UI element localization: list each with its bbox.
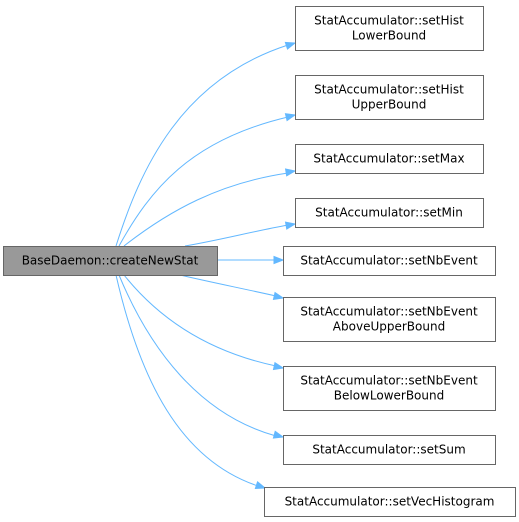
- target-node-box: [295, 198, 484, 228]
- arrowhead-t1: [284, 41, 297, 50]
- target-node[interactable]: StatAccumulator::setSum: [283, 435, 496, 465]
- arrowhead-t5: [273, 255, 285, 265]
- node-label-line: StatAccumulator::setMax: [313, 152, 464, 166]
- arrowhead-t7: [272, 361, 285, 371]
- target-node[interactable]: StatAccumulator::setNbEventAboveUpperBou…: [283, 297, 496, 342]
- target-node-box: [283, 297, 496, 342]
- edge-t2: [118, 116, 289, 247]
- node-label-line: StatAccumulator::setVecHistogram: [285, 495, 495, 509]
- arrowhead-t6: [272, 291, 285, 300]
- edge-t8: [118, 274, 277, 437]
- target-node-box: [283, 366, 496, 411]
- node-label-line: StatAccumulator::setSum: [312, 443, 465, 457]
- node-label-line: StatAccumulator::setHist: [314, 14, 464, 28]
- node-label-line: StatAccumulator::setMin: [315, 206, 463, 220]
- arrowhead-t3: [284, 168, 297, 177]
- node-label-line: BelowLowerBound: [334, 389, 444, 403]
- arrowhead-t4: [284, 221, 297, 230]
- edge-t3: [123, 172, 289, 247]
- target-node-box: [295, 144, 484, 174]
- node-label-line: UpperBound: [352, 98, 427, 112]
- nodes-layer: BaseDaemon::createNewStatStatAccumulator…: [3, 6, 516, 517]
- arrowhead-t2: [284, 113, 297, 122]
- target-node[interactable]: StatAccumulator::setMin: [295, 198, 484, 228]
- node-label-line: StatAccumulator::setNbEvent: [300, 254, 478, 268]
- source-node-box: [3, 246, 218, 276]
- target-node[interactable]: StatAccumulator::setNbEvent: [283, 246, 496, 276]
- target-node-box: [283, 246, 496, 276]
- node-label-line: AboveUpperBound: [333, 320, 445, 334]
- arrowhead-t9: [254, 481, 267, 490]
- target-node[interactable]: StatAccumulator::setNbEventBelowLowerBou…: [283, 366, 496, 411]
- target-node-box: [295, 75, 484, 120]
- node-label-line: StatAccumulator::setNbEvent: [300, 305, 478, 319]
- node-label-line: LowerBound: [352, 29, 426, 43]
- edge-t6: [179, 274, 277, 297]
- edge-t4: [184, 224, 289, 247]
- source-node[interactable]: BaseDaemon::createNewStat: [3, 246, 218, 276]
- edge-t1: [115, 44, 289, 247]
- target-node[interactable]: StatAccumulator::setMax: [295, 144, 484, 174]
- target-node-box: [283, 435, 496, 465]
- edge-t7: [123, 274, 277, 367]
- target-node[interactable]: StatAccumulator::setVecHistogram: [264, 487, 516, 517]
- node-label-line: StatAccumulator::setNbEvent: [300, 374, 478, 388]
- edge-t9: [115, 274, 259, 487]
- target-node-box: [264, 487, 516, 517]
- node-label-line: StatAccumulator::setHist: [314, 83, 464, 97]
- node-label-line: BaseDaemon::createNewStat: [22, 254, 199, 268]
- edges-layer: [115, 41, 297, 490]
- target-node-box: [295, 6, 484, 51]
- arrowhead-t8: [272, 430, 285, 439]
